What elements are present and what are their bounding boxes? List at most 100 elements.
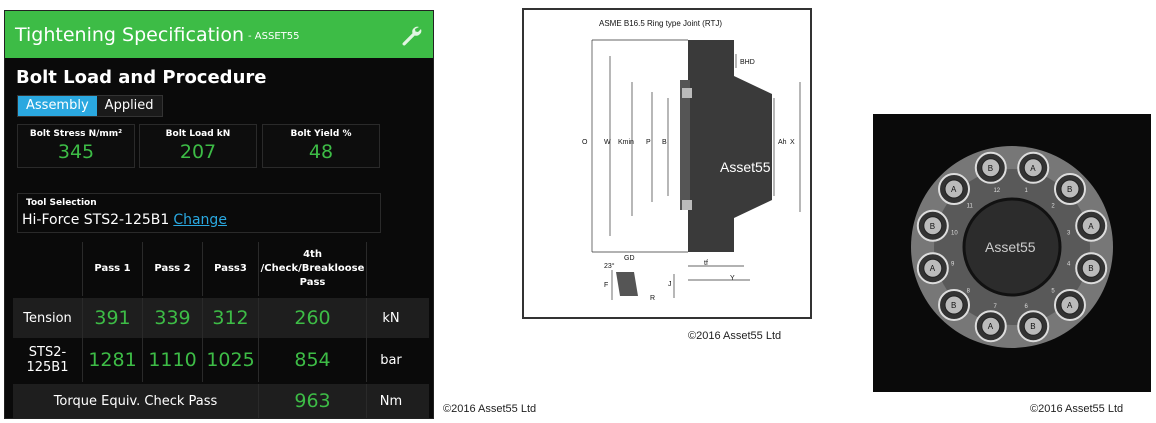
label-p: P [646, 139, 651, 146]
assembly-tab[interactable]: Assembly [18, 96, 97, 116]
bolt-number: 9 [951, 262, 955, 268]
row-unit: kN [382, 310, 400, 326]
diagram-logo: Asset55 [720, 159, 771, 175]
ring-section [616, 272, 638, 296]
table-header: Pass 1 Pass 2 Pass3 4th /Check/Breakloos… [13, 242, 429, 296]
label-w: W [604, 139, 611, 146]
flange-body [688, 40, 772, 252]
bolt-head [1023, 316, 1043, 336]
diagram-title: ASME B16.5 Ring type Joint (RTJ) [599, 19, 722, 28]
bolt-stress-label: Bolt Stress N/mm² [29, 129, 123, 139]
bolt-tool-label: A [1088, 222, 1094, 231]
bolt-logo: Asset55 [985, 239, 1036, 255]
torque-label: Torque Equiv. Check Pass [13, 384, 259, 418]
row-label: STS2-125B1 [13, 338, 83, 382]
panel-subtitle: - ASSET55 [248, 31, 300, 42]
header-pass-3: Pass3 [203, 242, 259, 296]
label-kmin: Kmin [618, 139, 634, 146]
header-pass-1: Pass 1 [83, 242, 143, 296]
bolt-head [981, 316, 1001, 336]
row-unit: bar [380, 352, 402, 368]
flange-diagram: ASME B16.5 Ring type Joint (RTJ) Asset55… [522, 8, 812, 319]
bolt-tool-label: B [988, 164, 993, 173]
bolt-tool-label: B [1067, 185, 1072, 194]
bolt-load-box: Bolt Load kN 207 [139, 124, 257, 168]
bolt-yield-box: Bolt Yield % 48 [262, 124, 380, 168]
bolt-tool-label: A [951, 185, 957, 194]
bolt-number: 6 [1025, 304, 1029, 310]
bolt-head [923, 216, 943, 236]
bolt-head [1081, 258, 1101, 278]
table-row: Tension 391 339 312 260 kN [13, 298, 429, 338]
dimension-lines [591, 39, 801, 253]
bolt-6: B6 [1017, 304, 1050, 343]
torque-unit: Nm [379, 393, 403, 409]
label-deg: 23° [604, 262, 615, 270]
cell-value: 391 [83, 298, 143, 338]
bolt-number: 11 [967, 204, 974, 210]
bolt-stress-box: Bolt Stress N/mm² 345 [17, 124, 135, 168]
bolt-number: 5 [1051, 288, 1055, 294]
bolt-head [1060, 295, 1080, 315]
bolt-tool-label: A [1030, 164, 1036, 173]
bolt-5: A5 [1051, 288, 1086, 321]
label-f: F [604, 282, 608, 289]
bolt-number: 4 [1067, 262, 1071, 268]
copyright-panel: ©2016 Asset55 Ltd [443, 403, 537, 415]
ring-groove-bottom [682, 200, 692, 210]
label-y: Y [730, 275, 735, 282]
bolt-tool-label: B [930, 222, 935, 231]
panel-title: Tightening Specification [15, 23, 244, 46]
cell-value: 1025 [203, 338, 259, 382]
cell-value: 1110 [143, 338, 203, 382]
bolt-tool-label: B [951, 301, 956, 310]
bolt-2: B2 [1051, 173, 1086, 210]
bolt-head [944, 295, 964, 315]
bolt-yield-value: 48 [308, 141, 334, 163]
header-pass-2: Pass 2 [143, 242, 203, 296]
header-unit [367, 242, 415, 296]
bolt-head [923, 258, 943, 278]
bolt-number: 8 [967, 288, 971, 294]
bolt-number: 7 [993, 304, 997, 310]
label-ah: Ah [778, 139, 787, 146]
bolt-tool-label: A [1067, 301, 1073, 310]
bolt-yield-label: Bolt Yield % [290, 129, 352, 139]
applied-tab[interactable]: Applied [104, 98, 154, 113]
cell-value: 312 [203, 298, 259, 338]
bolt-12: B12 [974, 151, 1007, 194]
bolt-number: 3 [1067, 230, 1071, 236]
bolt-number: 1 [1025, 188, 1029, 194]
bolt-stress-value: 345 [57, 141, 95, 163]
copyright-bolts: ©2016 Asset55 Ltd [1030, 403, 1124, 415]
label-gd: GD [624, 255, 635, 262]
table-row-torque: Torque Equiv. Check Pass 963 Nm [13, 384, 429, 418]
assembly-applied-toggle: Assembly Applied [17, 95, 163, 117]
bolt-head [981, 158, 1001, 178]
bolt-7: A7 [974, 304, 1007, 343]
cell-value: 1281 [83, 338, 143, 382]
bolt-11: A 11 [938, 173, 974, 210]
label-bhd: BHD [740, 59, 755, 66]
ring-groove-top [682, 88, 692, 98]
label-o: O [582, 139, 588, 146]
wrench-icon[interactable] [399, 23, 423, 47]
bolt-head [1081, 216, 1101, 236]
label-j: J [668, 281, 672, 288]
change-tool-link[interactable]: Change [173, 212, 227, 228]
tightening-spec-panel: Tightening Specification - ASSET55 Bolt … [4, 10, 434, 419]
torque-value: 963 [259, 384, 367, 418]
row-label: Tension [13, 298, 83, 338]
bolt-8: B8 [938, 288, 971, 321]
bolt-number: 10 [951, 230, 958, 236]
bolt-load-value: 207 [179, 141, 217, 163]
label-r: R [650, 295, 655, 302]
bolt-1: A1 [1017, 151, 1050, 194]
header-blank [13, 242, 83, 296]
flange-face [680, 80, 690, 210]
bolt-tool-label: B [1088, 264, 1093, 273]
